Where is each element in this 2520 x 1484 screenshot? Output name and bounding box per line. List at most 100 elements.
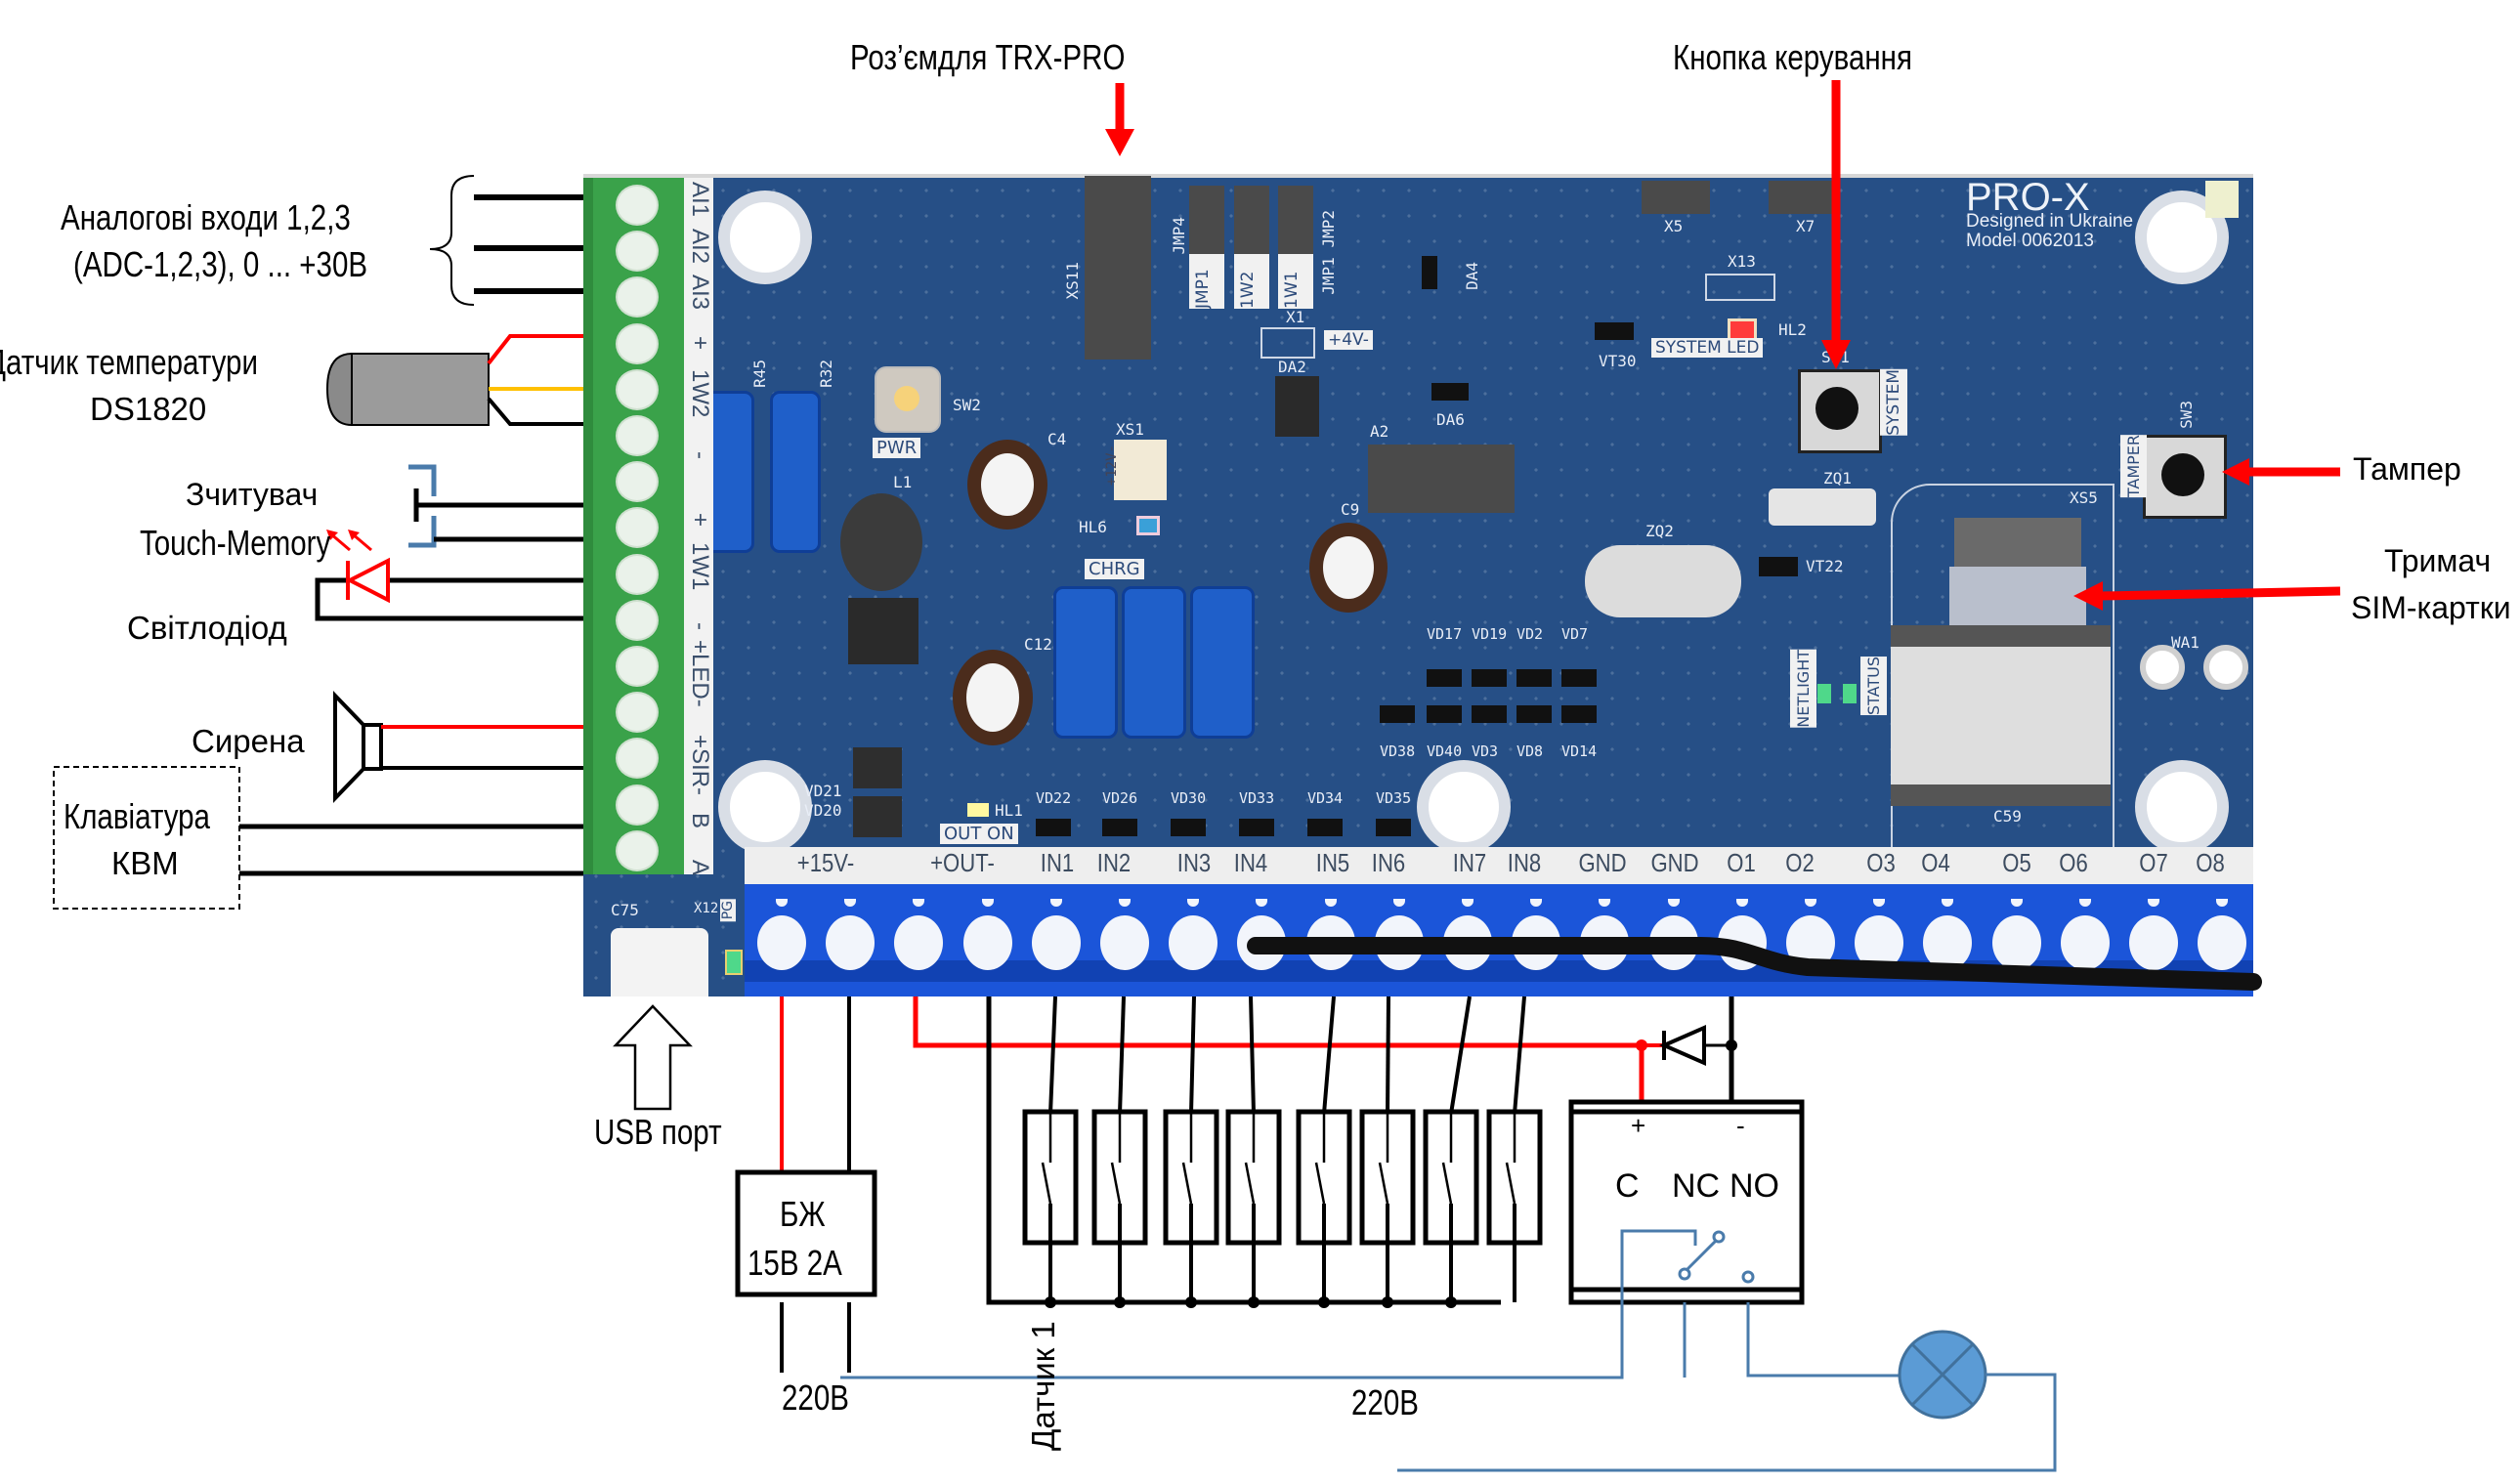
ref-vd14: VD14 xyxy=(1561,742,1598,760)
bottom-terminal-screw[interactable] xyxy=(962,915,1012,970)
label-keypad-2: КВМ xyxy=(111,845,179,881)
left-terminal-screw[interactable] xyxy=(616,553,659,595)
led-symbol xyxy=(345,557,390,604)
bottom-terminal-indicator xyxy=(981,899,994,907)
ref-c9: C9 xyxy=(1341,500,1360,519)
label-psu-1: БЖ xyxy=(780,1194,826,1234)
bottom-terminal-label: O5 xyxy=(2002,848,2031,877)
ref-zq2: ZQ2 xyxy=(1645,522,1674,540)
bottom-terminal-indicator xyxy=(1530,899,1543,907)
transistor-da4 xyxy=(1422,256,1437,289)
diode-vd20 xyxy=(853,796,902,837)
tamper-button-cap[interactable] xyxy=(2161,453,2204,496)
sensor-contact-blade xyxy=(1505,1162,1516,1205)
bottom-terminal-label: O7 xyxy=(2139,848,2168,877)
lamp-return-wire xyxy=(1397,1373,2057,1472)
siren-horn xyxy=(333,691,365,803)
temp-sensor-front xyxy=(351,353,490,426)
sensor-group xyxy=(986,996,1543,1308)
relay-contact-c xyxy=(1678,1267,1691,1281)
arrow-sim-shaft xyxy=(2100,586,2341,601)
bottom-terminal-screw[interactable] xyxy=(1923,915,1973,970)
brand-designed: Designed in Ukraine xyxy=(1966,211,2134,232)
chip-so8 xyxy=(848,598,918,664)
resistor xyxy=(1122,586,1186,739)
bottom-terminal-screw[interactable] xyxy=(2060,915,2110,970)
diode-vd35 xyxy=(1376,819,1411,836)
usb-port[interactable] xyxy=(611,928,708,996)
left-terminal-screw[interactable] xyxy=(616,507,659,549)
label-temp-sensor-2: DS1820 xyxy=(90,391,207,427)
left-terminal-screw[interactable] xyxy=(616,461,659,503)
bottom-terminal-screw[interactable] xyxy=(1991,915,2041,970)
jumper-1w2[interactable] xyxy=(1234,186,1269,254)
sensor-junction xyxy=(1382,1296,1393,1308)
jumper-jmp1[interactable] xyxy=(1189,186,1224,254)
left-terminal-screw[interactable] xyxy=(616,784,659,826)
connector-x1 xyxy=(1260,327,1315,359)
sensor-junction xyxy=(1318,1296,1330,1308)
left-terminal-label: +SIR- xyxy=(687,735,713,796)
ref-da2: DA2 xyxy=(1278,358,1306,376)
bottom-terminal-indicator xyxy=(1256,899,1268,907)
connector-x7[interactable] xyxy=(1769,181,1837,214)
bottom-terminal-screw[interactable] xyxy=(894,915,944,970)
left-terminal-screw[interactable] xyxy=(616,692,659,734)
left-terminal-screw[interactable] xyxy=(616,231,659,273)
jumper-1w1[interactable] xyxy=(1278,186,1313,254)
bottom-terminal-label: O2 xyxy=(1785,848,1815,877)
bottom-terminal-screw[interactable] xyxy=(1169,915,1218,970)
left-terminal-screw[interactable] xyxy=(616,368,659,410)
bottom-terminal-indicator xyxy=(2216,899,2229,907)
left-terminal-screw[interactable] xyxy=(616,646,659,687)
sim-card-slot[interactable] xyxy=(1949,567,2086,625)
left-terminal-screw[interactable] xyxy=(616,829,659,871)
ref-vd26: VD26 xyxy=(1102,789,1138,807)
buzzer-pad xyxy=(2203,645,2248,690)
control-button-cap[interactable] xyxy=(1815,387,1858,430)
ref-x5: X5 xyxy=(1664,217,1684,235)
bottom-terminal-screw[interactable] xyxy=(2198,915,2247,970)
transistor-vt22 xyxy=(1759,557,1798,576)
ref-x13: X13 xyxy=(1728,252,1756,271)
connector-a2[interactable] xyxy=(1368,445,1515,513)
left-terminal-screw[interactable] xyxy=(616,185,659,226)
bottom-terminal-label: GND xyxy=(1578,848,1627,877)
psu-box xyxy=(735,1169,877,1297)
ref-a2: A2 xyxy=(1370,422,1389,441)
ref-vd22: VD22 xyxy=(1036,789,1072,807)
resistor-r32 xyxy=(770,391,821,553)
diode-vd38 xyxy=(1380,705,1415,723)
trx-pro-connector[interactable] xyxy=(1085,176,1151,360)
bottom-terminal-screw[interactable] xyxy=(1100,915,1149,970)
ref-hl6: HL6 xyxy=(1079,518,1107,536)
power-button-cap[interactable] xyxy=(894,386,919,411)
left-terminal-label: + xyxy=(687,336,713,351)
connector-xs1[interactable] xyxy=(1114,440,1167,500)
bottom-terminal-screw[interactable] xyxy=(826,915,876,970)
label-sim-holder-1: Тримач xyxy=(2384,543,2492,578)
connector-x5[interactable] xyxy=(1642,181,1710,214)
left-terminal-screw[interactable] xyxy=(616,415,659,456)
diode-vd14 xyxy=(1561,705,1597,723)
left-terminal-screw[interactable] xyxy=(616,276,659,318)
left-terminal-screw[interactable] xyxy=(616,738,659,780)
bottom-terminal-label: IN1 xyxy=(1040,848,1075,877)
left-terminal-label: AI1 xyxy=(687,182,713,218)
sim-card-holder[interactable] xyxy=(1891,625,2111,806)
left-terminal-screw[interactable] xyxy=(616,599,659,641)
ref-vd34: VD34 xyxy=(1307,789,1344,807)
left-terminal-screw[interactable] xyxy=(616,322,659,364)
bottom-terminal-indicator xyxy=(1462,899,1474,907)
label-mains-psu: 220В xyxy=(782,1378,849,1418)
bottom-terminal-label: IN6 xyxy=(1371,848,1406,877)
diode-vd8 xyxy=(1516,705,1552,723)
bottom-terminal-screw[interactable] xyxy=(2129,915,2178,970)
arrow-trx-head xyxy=(1105,129,1134,156)
bottom-terminal-screw[interactable] xyxy=(757,915,806,970)
arrow-tamper-head xyxy=(2222,458,2249,486)
diode-vd17 xyxy=(1427,669,1462,687)
bottom-terminal-label-strip xyxy=(745,847,2253,884)
bottom-terminal-screw[interactable] xyxy=(1031,915,1081,970)
